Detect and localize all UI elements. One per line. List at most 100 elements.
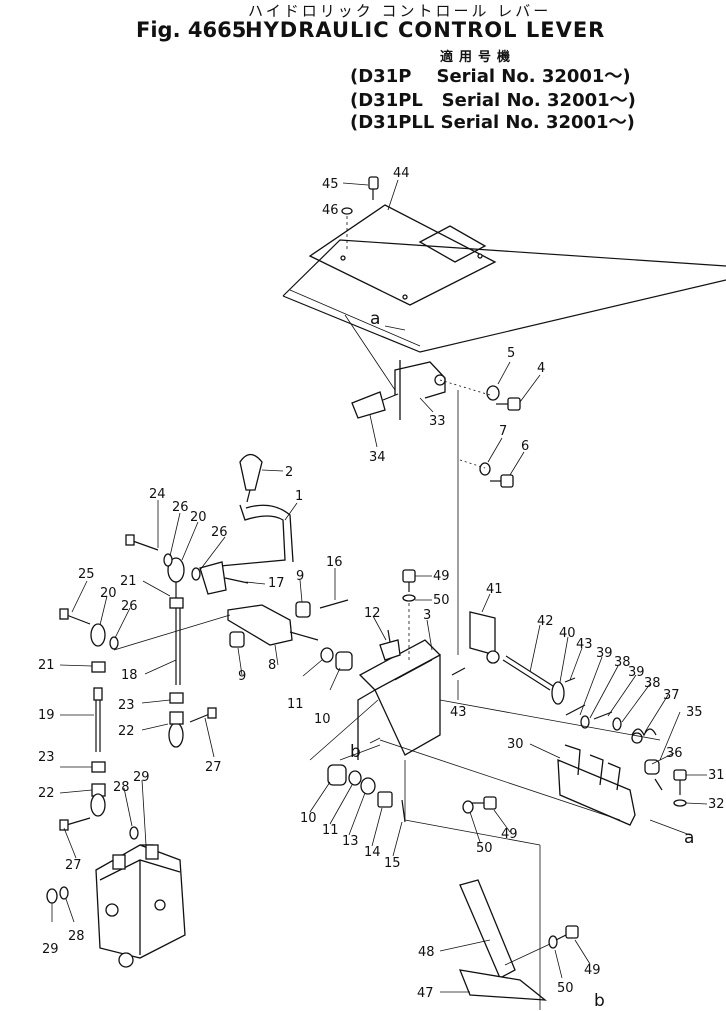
cover-plate-44 <box>308 204 497 306</box>
callout: 10 <box>314 712 331 727</box>
bolt-4 <box>496 397 521 411</box>
callout: 26 <box>211 525 228 540</box>
washer-11 <box>320 647 334 663</box>
callout: 31 <box>708 768 725 783</box>
washer-13 <box>360 777 376 795</box>
callout: 33 <box>429 414 446 429</box>
callout: 42 <box>537 614 554 629</box>
spring-37 <box>631 728 657 744</box>
callout: 11 <box>287 697 304 712</box>
callout: a <box>684 828 694 848</box>
washer-28 <box>129 826 139 840</box>
callout: 22 <box>118 724 135 739</box>
callout: 32 <box>708 797 725 812</box>
callout: 49 <box>501 827 518 842</box>
callout: 13 <box>342 834 359 849</box>
callout: 39 <box>628 665 645 680</box>
callout: 30 <box>507 737 524 752</box>
japanese-title: ハイドロリック コントロール レバー <box>248 2 552 20</box>
callout: 39 <box>596 646 613 661</box>
bushing-10b <box>327 764 347 786</box>
callout: 12 <box>364 606 381 621</box>
washer-26b <box>191 567 201 581</box>
callout: 35 <box>686 705 703 720</box>
washer-26 <box>163 553 173 567</box>
callout: 6 <box>521 439 529 454</box>
bushing-36 <box>644 759 660 775</box>
washer-50 <box>402 594 416 602</box>
callout: 23 <box>118 698 135 713</box>
rod-end-20 <box>167 557 185 598</box>
callout-leaders <box>51 179 708 993</box>
callout: 49 <box>584 963 601 978</box>
callout: 45 <box>322 177 339 192</box>
callout: 26 <box>121 599 138 614</box>
callout: 50 <box>433 593 450 608</box>
callout: 10 <box>300 811 317 826</box>
callout: 1 <box>295 489 303 504</box>
pin-15 <box>401 799 406 823</box>
washer-38b <box>612 717 622 731</box>
callout: 21 <box>120 574 137 589</box>
bolt-31 <box>673 769 687 795</box>
serial-line-d31p: (D31P Serial No. 32001～) <box>350 66 631 87</box>
washer-50c <box>548 935 558 949</box>
washer-50b <box>462 800 474 814</box>
pin-16 <box>319 599 349 609</box>
serial-line-d31pl: (D31PL Serial No. 32001～) <box>350 90 636 111</box>
callout: 46 <box>322 203 339 218</box>
callout: 4 <box>537 361 545 376</box>
callout-labels: 45 44 46 a 5 4 33 34 7 6 2 1 24 26 20 26… <box>38 166 725 1011</box>
callout: 47 <box>417 986 434 1001</box>
callout: 43 <box>450 705 467 720</box>
callout: 40 <box>559 626 576 641</box>
callout: 27 <box>65 858 82 873</box>
washer-32 <box>673 799 687 807</box>
callout: 21 <box>38 658 55 673</box>
callout: 14 <box>364 845 381 860</box>
callout: b <box>350 742 361 762</box>
washer-5 <box>486 385 500 401</box>
rod-18 <box>175 608 181 685</box>
callout: a <box>370 309 380 329</box>
bolt-49b <box>472 796 497 810</box>
callout: 18 <box>121 668 138 683</box>
bolt-6 <box>490 474 514 488</box>
callout: 38 <box>614 655 631 670</box>
bolt-25 <box>59 608 91 625</box>
rod-19 <box>93 687 103 752</box>
figure-number: Fig. 4665 <box>136 18 247 42</box>
callout: 19 <box>38 708 55 723</box>
callout: 9 <box>296 569 304 584</box>
callout: 36 <box>666 746 683 761</box>
bolt-49 <box>402 569 416 592</box>
callout: 27 <box>205 760 222 775</box>
lever-1 <box>199 504 294 595</box>
bracket-30 <box>557 744 636 826</box>
bolt-27b <box>59 817 91 831</box>
callout: b <box>594 991 605 1011</box>
floor-outline <box>282 239 726 353</box>
lever-bracket-33 <box>394 360 446 420</box>
bolt-49c <box>555 925 579 941</box>
callout: 8 <box>268 658 276 673</box>
callout: 7 <box>499 424 507 439</box>
pin-39 <box>565 704 586 716</box>
callout: 41 <box>486 582 503 597</box>
callout: 26 <box>172 500 189 515</box>
callout: 48 <box>418 945 435 960</box>
callout: 28 <box>68 929 85 944</box>
callout: 24 <box>149 487 166 502</box>
washer-38 <box>580 715 590 729</box>
pin-43b <box>451 667 466 676</box>
callout: 5 <box>507 346 515 361</box>
bracket-3 <box>357 639 441 760</box>
bracket-41 <box>469 611 500 664</box>
callout: 38 <box>644 676 661 691</box>
washer-46 <box>341 207 353 215</box>
bolt-45 <box>368 176 379 200</box>
serial-line-d31pll: (D31PLL Serial No. 32001～) <box>350 112 635 133</box>
bushing-10 <box>335 651 353 671</box>
callout: 22 <box>38 786 55 801</box>
callout: 28 <box>113 780 130 795</box>
